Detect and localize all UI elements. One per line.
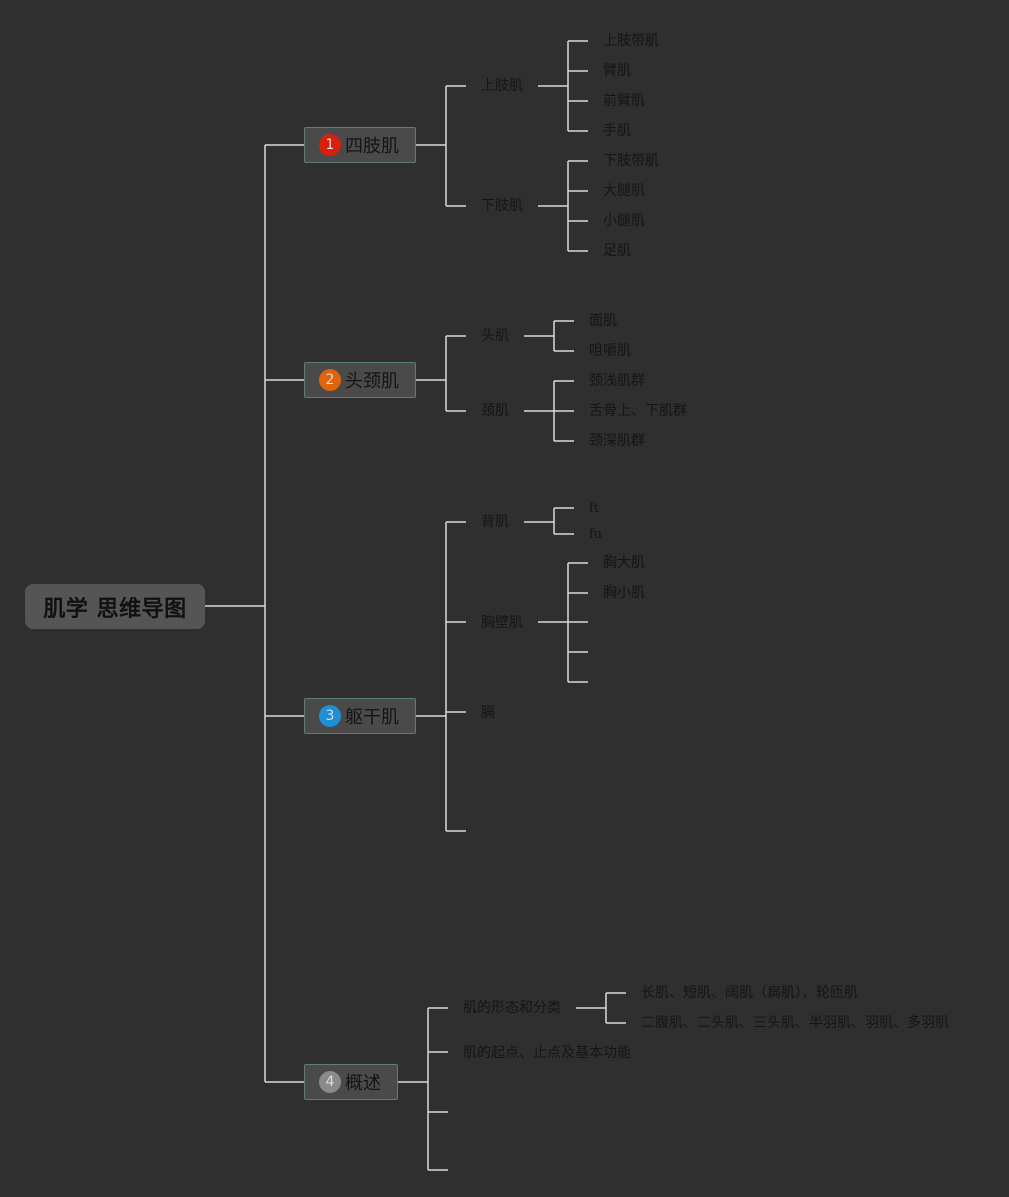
leaf-pectoralis-minor[interactable]: 胸小肌: [603, 585, 645, 601]
branch-overview[interactable]: 4 概述: [304, 1064, 398, 1100]
priority-4-icon: 4: [319, 1071, 341, 1093]
branch-label: 概述: [345, 1073, 381, 1094]
leaf-pectoralis-major[interactable]: 胸大肌: [603, 555, 645, 571]
priority-2-icon: 2: [319, 369, 341, 391]
subtopic-head[interactable]: 头肌: [481, 328, 509, 344]
leaf-hand[interactable]: 手肌: [603, 123, 631, 139]
leaf-thigh[interactable]: 大腿肌: [603, 183, 645, 199]
leaf-leg[interactable]: 小腿肌: [603, 213, 645, 229]
subtopic-shape-classification[interactable]: 肌的形态和分类: [463, 1000, 561, 1016]
subtopic-upper-limb[interactable]: 上肢肌: [481, 78, 523, 94]
priority-3-icon: 3: [319, 705, 341, 727]
subtopic-origin-insertion[interactable]: 肌的起点、止点及基本功能: [463, 1045, 631, 1061]
branch-trunk-muscles[interactable]: 3 躯干肌: [304, 698, 416, 734]
leaf-muscle-types-1[interactable]: 长肌、短肌、阔肌（扁肌）、轮匝肌: [641, 985, 858, 1001]
subtopic-back[interactable]: 背肌: [481, 514, 509, 530]
priority-1-icon: 1: [319, 134, 341, 156]
branch-limb-muscles[interactable]: 1 四肢肌: [304, 127, 416, 163]
subtopic-neck[interactable]: 颈肌: [481, 403, 509, 419]
leaf-arm[interactable]: 臂肌: [603, 63, 631, 79]
leaf-fu[interactable]: fu: [589, 527, 603, 542]
leaf-foot[interactable]: 足肌: [603, 243, 631, 259]
leaf-masticatory[interactable]: 咀嚼肌: [589, 343, 631, 359]
leaf-shoulder-girdle[interactable]: 上肢带肌: [603, 33, 659, 49]
leaf-muscle-types-2[interactable]: 二腹肌、二头肌、三头肌、半羽肌、羽肌、多羽肌: [641, 1015, 949, 1031]
leaf-deep-neck[interactable]: 颈深肌群: [589, 433, 645, 449]
branch-label: 头颈肌: [345, 371, 399, 392]
leaf-forearm[interactable]: 前臂肌: [603, 93, 645, 109]
subtopic-diaphragm[interactable]: 膈: [481, 705, 495, 721]
branch-head-neck-muscles[interactable]: 2 头颈肌: [304, 362, 416, 398]
subtopic-lower-limb[interactable]: 下肢肌: [481, 198, 523, 214]
leaf-ft[interactable]: ft: [589, 501, 600, 516]
leaf-hyoid[interactable]: 舌骨上、下肌群: [589, 403, 687, 419]
subtopic-thoracic-wall[interactable]: 胸壁肌: [481, 615, 523, 631]
leaf-superficial-neck[interactable]: 颈浅肌群: [589, 373, 645, 389]
leaf-pelvic-girdle[interactable]: 下肢带肌: [603, 153, 659, 169]
leaf-facial[interactable]: 面肌: [589, 313, 617, 329]
root-topic[interactable]: 肌学 思维导图: [25, 584, 205, 629]
branch-label: 躯干肌: [345, 707, 399, 728]
branch-label: 四肢肌: [345, 136, 399, 157]
